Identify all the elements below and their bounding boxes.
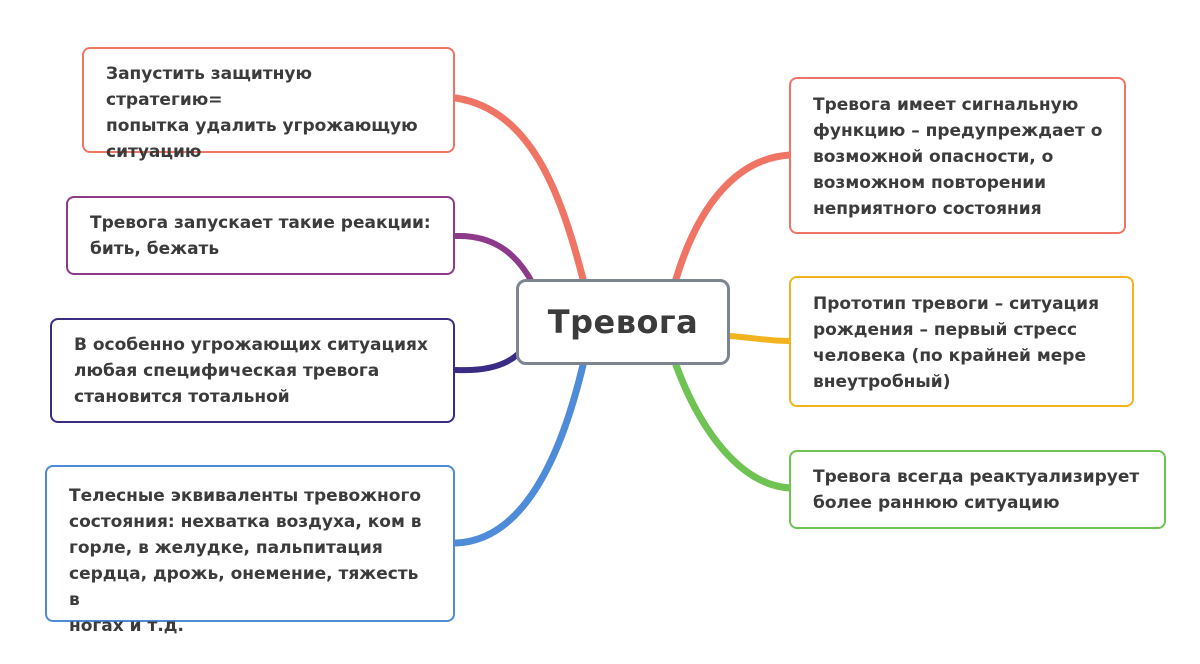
connector-left-1 [452, 94, 587, 283]
branch-node-reactualization[interactable]: Тревога всегда реактуализирует более ран… [789, 450, 1166, 529]
branch-node-text: Прототип тревоги – ситуация рождения – п… [813, 294, 1099, 392]
branch-node-bodily-equivalents[interactable]: Телесные эквиваленты тревожного состояни… [45, 465, 455, 636]
connector-right-2 [727, 333, 793, 344]
branch-node-text: В особенно угрожающих ситуациях любая сп… [74, 335, 428, 407]
central-topic[interactable]: Тревога [516, 279, 730, 365]
central-topic-label: Тревога [547, 303, 699, 341]
connector-left-2 [453, 232, 536, 287]
connector-left-4 [452, 361, 587, 547]
branch-node-reactions[interactable]: Тревога запускает такие реакции: бить, б… [66, 196, 455, 275]
branch-node-signal-function[interactable]: Тревога имеет сигнальную функцию – преду… [789, 77, 1126, 234]
branch-node-total-anxiety[interactable]: В особенно угрожающих ситуациях любая сп… [50, 318, 455, 423]
branch-node-text: Запустить защитную стратегию= попытка уд… [106, 64, 418, 162]
branch-node-defense-strategy[interactable]: Запустить защитную стратегию= попытка уд… [82, 47, 455, 162]
connector-right-3 [672, 361, 794, 492]
branch-node-text: Тревога всегда реактуализирует более ран… [813, 467, 1140, 513]
branch-node-text: Тревога имеет сигнальную функцию – преду… [813, 95, 1103, 219]
branch-node-text: Тревога запускает такие реакции: бить, б… [90, 213, 431, 259]
branch-node-text: Телесные эквиваленты тревожного состояни… [69, 486, 422, 636]
branch-node-birth-prototype[interactable]: Прототип тревоги – ситуация рождения – п… [789, 276, 1134, 407]
connector-right-1 [672, 151, 794, 283]
connector-left-3 [453, 349, 523, 374]
